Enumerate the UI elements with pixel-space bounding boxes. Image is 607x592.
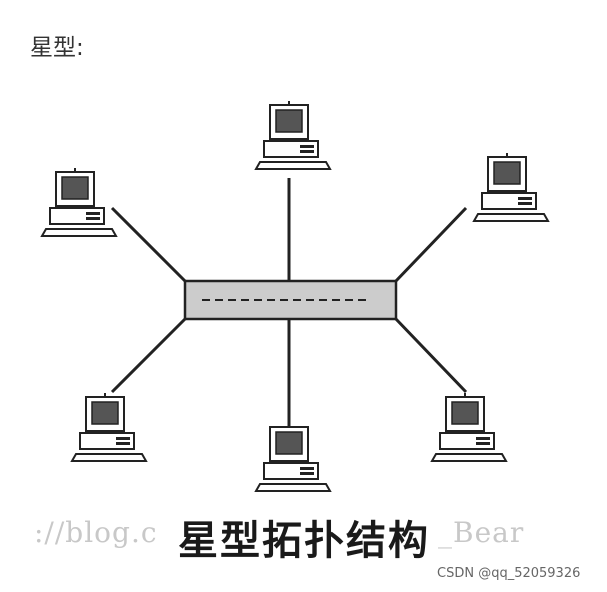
link-upper-right: [395, 208, 466, 282]
computer-lower-right-icon: [432, 393, 506, 461]
computer-lower-left-icon: [72, 393, 146, 461]
link-lower-right: [395, 318, 466, 392]
diagram-caption: 星型拓扑结构: [178, 508, 430, 566]
link-lower-left: [112, 318, 186, 392]
credit-text: CSDN @qq_52059326: [437, 566, 580, 581]
link-upper-left: [112, 208, 186, 282]
watermark-right: _Bear: [438, 516, 524, 549]
computer-upper-left-icon: [42, 168, 116, 236]
hub-box-icon: [185, 281, 396, 319]
computer-bottom-icon: [256, 423, 330, 491]
computer-upper-right-icon: [474, 153, 548, 221]
watermark-left: ://blog.c: [34, 516, 158, 549]
computer-top-icon: [256, 101, 330, 169]
